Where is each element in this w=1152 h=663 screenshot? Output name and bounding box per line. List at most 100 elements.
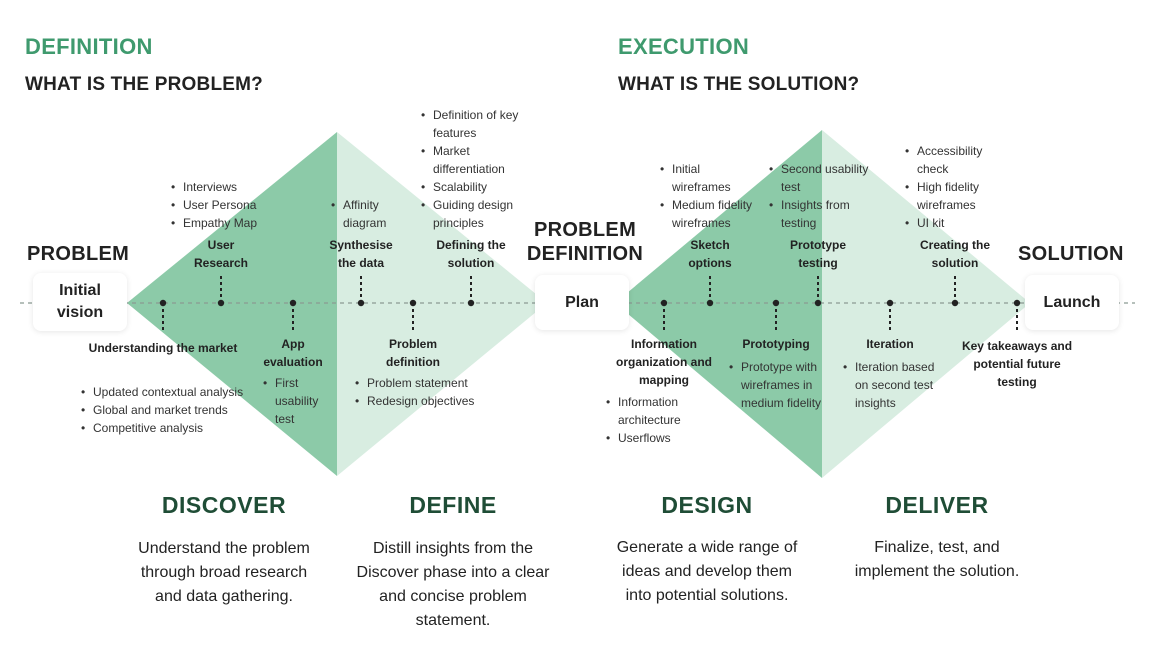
step-iteration: Iteration (866, 335, 913, 353)
bullet-text: Global and market trends (93, 403, 228, 417)
initial-vision-line: vision (56, 304, 104, 321)
bullet-text: test (781, 180, 801, 194)
marker-dot (660, 299, 668, 307)
bullet-item: Second usability test (769, 160, 868, 196)
bullet-item: Information architecture (606, 393, 681, 429)
bullet-text: First (275, 376, 299, 390)
bullet-text: Userflows (618, 431, 671, 445)
synthesise-bullets: Affinity diagram (331, 196, 386, 232)
bullet-text: High fidelity (917, 180, 980, 194)
user-research-bullets: Interviews User Persona Empathy Map (171, 178, 257, 232)
definition-section-label: DEFINITION (25, 34, 153, 59)
phase-title-deliver: DELIVER (885, 492, 989, 518)
bullet-text: Accessibility (917, 144, 983, 158)
bullet-item: Competitive analysis (81, 419, 243, 437)
bullet-text: Empathy Map (183, 216, 258, 230)
bullet-item: Affinity diagram (331, 196, 386, 232)
bullet-text: wireframes (672, 180, 731, 194)
bullet-text: architecture (618, 413, 681, 427)
marker-dot (289, 299, 297, 307)
step-label-line: options (688, 256, 732, 270)
step-sketch-options: Sketch options (688, 236, 731, 272)
bullet-text: UI kit (917, 216, 945, 230)
bullet-text: principles (433, 216, 484, 230)
step-label-line: organization and (616, 355, 712, 369)
bullet-text: wireframes in (741, 378, 813, 392)
step-synthesise-data: Synthesise the data (329, 236, 392, 272)
plan-box: Plan (535, 275, 629, 330)
step-label-line: testing (997, 375, 1037, 389)
step-information-organization: Information organization and mapping (616, 335, 712, 389)
step-label-line: Creating the (919, 238, 991, 252)
marker-dot (357, 299, 365, 307)
marker-dot (706, 299, 714, 307)
phase-desc-line: Finalize, test, and (874, 539, 1000, 556)
prototyping-bullets: Prototype with wireframes in medium fide… (729, 358, 821, 412)
phase-desc-define: Distill insights from the Discover phase… (357, 537, 550, 633)
bullet-item: Insights from testing (769, 196, 868, 232)
phase-desc-discover: Understand the problem through broad res… (138, 537, 310, 609)
step-label-line: Information (631, 337, 697, 351)
marker-dot (772, 299, 780, 307)
bullet-text: medium fidelity (741, 396, 822, 410)
sketch-options-bullets: Initial wireframes Medium fidelity wiref… (660, 160, 752, 232)
step-label-line: Synthesise (329, 238, 393, 252)
bullet-text: test (275, 412, 295, 426)
phase-desc-line: ideas and develop them (622, 563, 792, 580)
bullet-item: Updated contextual analysis (81, 383, 243, 401)
problem-definition-bullets: Problem statement Redesign objectives (355, 374, 474, 410)
bullet-text: Problem statement (367, 376, 468, 390)
bullet-item: High fidelity wireframes (905, 178, 982, 214)
bullet-text: Market (433, 144, 470, 158)
bullet-item: Problem statement (355, 374, 474, 392)
phase-desc-line: and concise problem (379, 588, 527, 605)
phase-desc-line: Understand the problem (138, 540, 310, 557)
step-label-line: Understanding the market (88, 341, 238, 355)
bullet-item: Scalability (421, 178, 518, 196)
app-evaluation-bullets: First usability test (263, 374, 318, 428)
bullet-text: Affinity (343, 198, 379, 212)
bullet-item: Prototype with wireframes in medium fide… (729, 358, 821, 412)
bullet-text: Second usability (781, 162, 869, 176)
step-label-line: evaluation (263, 355, 323, 369)
bullet-item: Global and market trends (81, 401, 243, 419)
marker-dot (159, 299, 167, 307)
step-label-line: testing (798, 256, 838, 270)
marker-dot (467, 299, 475, 307)
solution-label: SOLUTION (1018, 243, 1124, 265)
bullet-text: Medium fidelity (672, 198, 753, 212)
bullet-text: Updated contextual analysis (93, 385, 244, 399)
timeline-markers (159, 275, 1021, 331)
step-label-line: Problem (388, 337, 437, 351)
bullet-item: User Persona (171, 196, 257, 214)
execution-question: WHAT IS THE SOLUTION? (618, 74, 860, 95)
bullet-text: features (433, 126, 477, 140)
bullet-text: User Persona (183, 198, 257, 212)
iteration-bullets: Iteration based on second test insights (843, 358, 934, 412)
marker-dot (1013, 299, 1021, 307)
step-label-line: Sketch (690, 238, 730, 252)
information-organization-bullets: Information architecture Userflows (606, 393, 681, 447)
bullet-item: Initial wireframes (660, 160, 752, 196)
bullet-text: Scalability (433, 180, 488, 194)
phase-desc-line: Distill insights from the (372, 540, 534, 557)
bullet-item: Userflows (606, 429, 681, 447)
marker-dot (951, 299, 959, 307)
bullet-text: Definition of key (433, 108, 519, 122)
bullet-text: Redesign objectives (367, 394, 475, 408)
bullet-item: Empathy Map (171, 214, 257, 232)
bullet-text: diagram (343, 216, 387, 230)
bullet-text: insights (855, 396, 896, 410)
initial-vision-line: Initial (59, 282, 101, 299)
step-label-line: Prototyping (742, 337, 810, 351)
phase-desc-line: implement the solution. (854, 563, 1020, 580)
phase-desc-line: through broad research (140, 564, 308, 581)
step-label-line: mapping (639, 373, 689, 387)
bullet-text: on second test (855, 378, 934, 392)
phase-desc-line: statement. (415, 612, 491, 629)
step-user-research: User Research (194, 236, 248, 272)
step-label-line: Prototype (789, 238, 847, 252)
launch-box: Launch (1025, 275, 1119, 330)
marker-dot (217, 299, 225, 307)
marker-dot (409, 299, 417, 307)
